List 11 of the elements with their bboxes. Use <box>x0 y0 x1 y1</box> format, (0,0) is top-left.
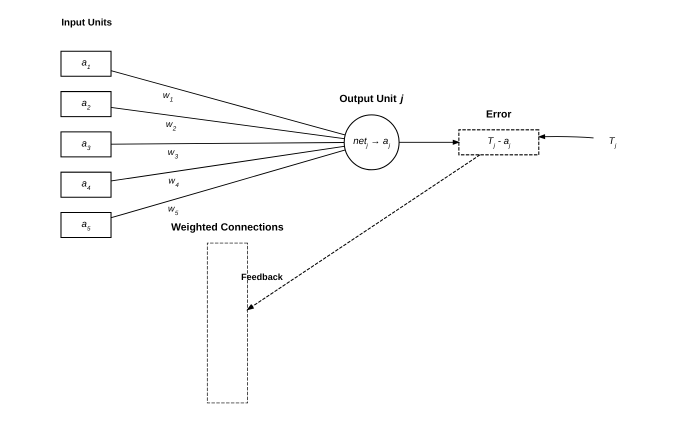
label: Input Units <box>61 17 112 28</box>
edge-label: Feedback <box>241 272 283 282</box>
edge-label: w$_{5}$ <box>168 204 178 218</box>
edge-label: w$_{4}$ <box>168 175 179 189</box>
node-label: Error <box>486 109 512 120</box>
node-label: Weighted Connections <box>171 222 284 234</box>
edge-label: w$_{1}$ <box>162 90 174 104</box>
node-text: T$_{j}$ <box>608 136 616 150</box>
edge-label: w$_{2}$ <box>166 119 176 133</box>
edge-label: w$_{3}$ <box>168 147 178 161</box>
node-label: Output Unit j <box>339 94 404 105</box>
